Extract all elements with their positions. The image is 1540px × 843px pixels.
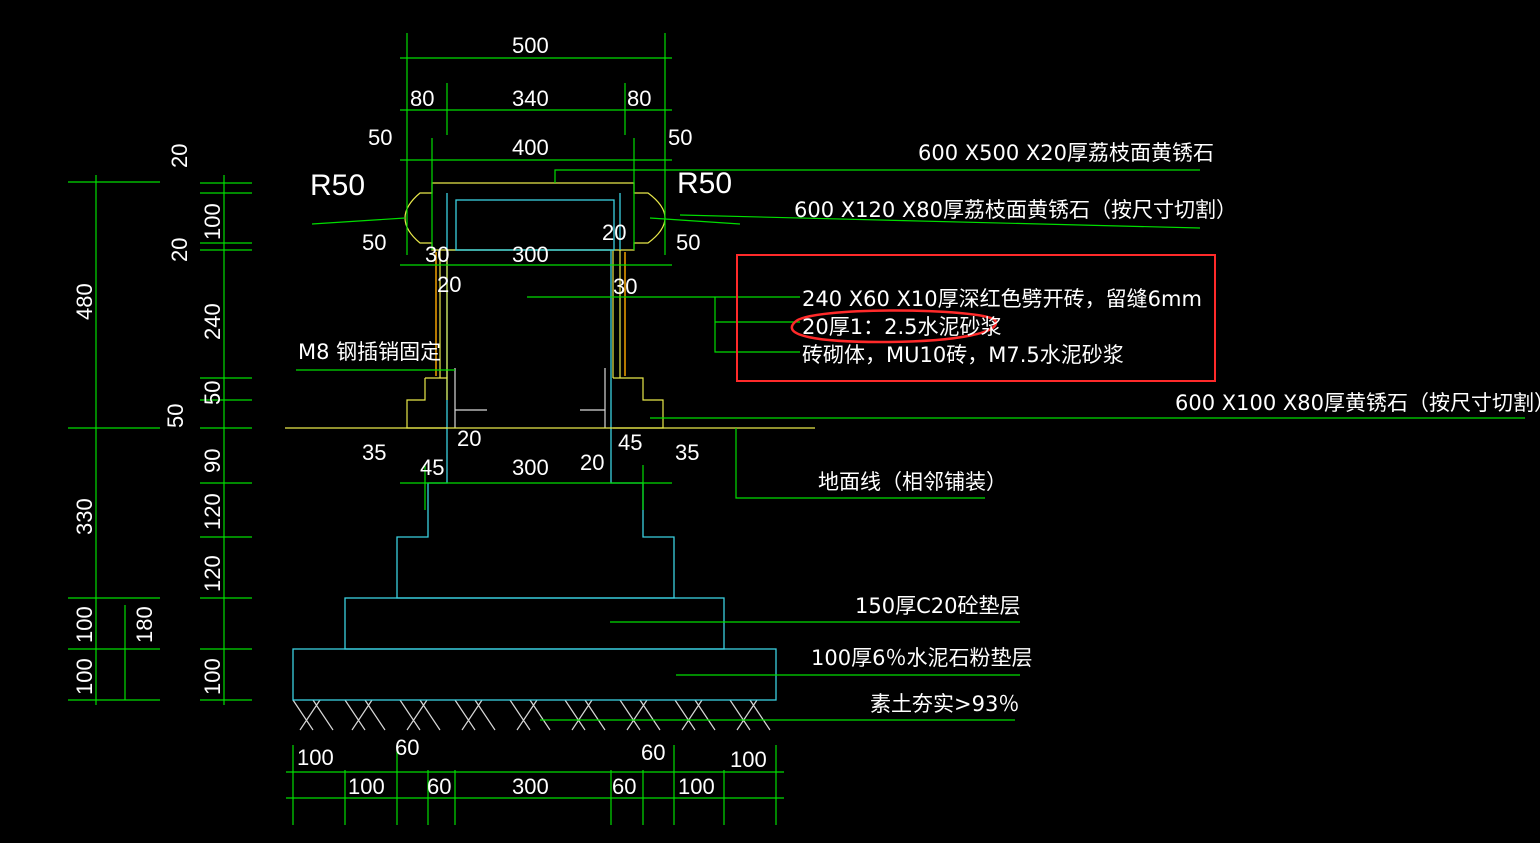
dim-base-300: 300	[512, 455, 549, 480]
dim-v-330: 330	[72, 498, 97, 535]
dim-bot-60-right: 60	[641, 740, 665, 765]
dim-bot2-100-a: 100	[348, 774, 385, 799]
dim-v-20-top: 20	[167, 144, 192, 168]
dim-80-right: 80	[627, 86, 651, 111]
dim-400: 400	[512, 135, 549, 160]
dim-bot-100-right: 100	[730, 747, 767, 772]
dim-cap-300: 300	[512, 242, 549, 267]
soil-hatch	[292, 699, 771, 731]
dim-r50-right: R50	[677, 167, 732, 200]
dim-340: 340	[512, 86, 549, 111]
base-stone-left	[406, 377, 448, 429]
dim-bot2-300: 300	[512, 774, 549, 799]
dim-shaft-30: 30	[613, 274, 637, 299]
note-base-stone: 600 X100 X80厚黄锈石（按尺寸切割）	[1175, 391, 1540, 415]
dim-bot-60-left: 60	[395, 735, 419, 760]
note-cap-top: 600 X500 X20厚荔枝面黄锈石	[918, 141, 1214, 165]
dim-base-45-right: 45	[618, 430, 642, 455]
c20-concrete-cushion	[344, 597, 725, 650]
note-stone-powder: 100厚6％水泥石粉垫层	[811, 646, 1032, 670]
dim-50-top-right: 50	[668, 125, 692, 150]
dim-v-20-mid: 20	[167, 238, 192, 262]
dim-v2-100-top: 100	[200, 203, 225, 240]
dim-cap-30-left: 30	[425, 242, 449, 267]
dim-v-100-b: 100	[72, 658, 97, 695]
dim-base-35-left: 35	[362, 440, 386, 465]
dim-cap-50-left: 50	[362, 230, 386, 255]
dim-v-180: 180	[132, 606, 157, 643]
dim-80-left: 80	[410, 86, 434, 111]
cap-core	[455, 199, 615, 251]
note-soil: 素土夯实>93％	[870, 692, 1019, 716]
dim-cap-50-right: 50	[676, 230, 700, 255]
dim-v-100-a: 100	[72, 606, 97, 643]
note-brick-face: 240 X60 X10厚深红色劈开砖，留缝6mm	[802, 287, 1202, 311]
dim-bot-100-left: 100	[297, 745, 334, 770]
dim-50-top-left: 50	[368, 125, 392, 150]
dim-base-20-right: 20	[580, 450, 604, 475]
mortar-layer	[439, 250, 621, 378]
steel-pin	[454, 368, 606, 428]
dim-base-45-left: 45	[420, 455, 444, 480]
dim-cap-20: 20	[602, 220, 626, 245]
dim-r50-left: R50	[310, 169, 365, 202]
dim-shaft-20: 20	[437, 272, 461, 297]
note-pin: M8 钢插销固定	[298, 340, 441, 364]
base-stone-right	[613, 377, 664, 429]
brick-foundation	[396, 249, 675, 599]
note-c20: 150厚C20砼垫层	[855, 594, 1020, 618]
note-cap-side: 600 X120 X80厚荔枝面黄锈石（按尺寸切割）	[794, 198, 1237, 222]
dim-v2-120-a: 120	[200, 493, 225, 530]
dim-bot2-100-b: 100	[678, 774, 715, 799]
highlight-circle	[790, 309, 998, 344]
dim-v-50: 50	[163, 404, 188, 428]
dim-bot2-60-a: 60	[427, 774, 451, 799]
dim-v-480: 480	[72, 283, 97, 320]
dim-v2-90: 90	[200, 449, 225, 473]
dim-v2-240: 240	[200, 303, 225, 340]
highlight-box	[736, 254, 1216, 382]
dim-500: 500	[512, 33, 549, 58]
dim-v2-100-bot: 100	[200, 658, 225, 695]
dimension-lines	[68, 33, 1525, 825]
dim-v2-120-b: 120	[200, 555, 225, 592]
dim-base-20-left: 20	[457, 426, 481, 451]
note-masonry: 砖砌体，MU10砖，M7.5水泥砂浆	[802, 343, 1124, 367]
dim-base-35-right: 35	[675, 440, 699, 465]
brick-facing	[435, 252, 626, 376]
dim-bot2-60-b: 60	[612, 774, 636, 799]
note-mortar: 20厚1：2.5水泥砂浆	[802, 315, 1001, 339]
dim-v2-50: 50	[200, 381, 225, 405]
note-ground: 地面线（相邻铺装）	[818, 470, 1007, 494]
